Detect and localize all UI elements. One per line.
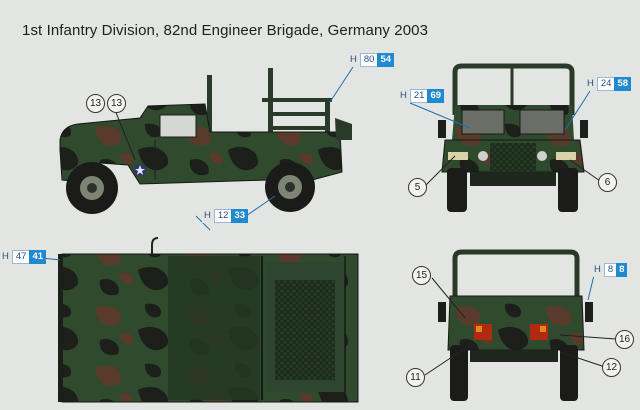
callout-prefix: H (0, 250, 12, 264)
rear-view-vehicle (438, 249, 593, 401)
callout-prefix: H (592, 263, 604, 277)
marker-6: 6 (598, 173, 617, 192)
front-view-vehicle (438, 63, 588, 212)
marker-15: 15 (412, 266, 431, 285)
callout-decal-id: 69 (427, 89, 445, 103)
callout-number: 12 (213, 209, 232, 223)
decal-callout-top: H 47 41 (0, 250, 47, 264)
callout-decal-id: 58 (614, 77, 632, 91)
sheet-title: 1st Infantry Division, 82nd Engineer Bri… (22, 22, 429, 39)
marker-13: 13 (86, 94, 105, 113)
marker-16: 16 (615, 330, 634, 349)
decal-callout-front-right: H 24 58 (585, 77, 632, 91)
callout-number: 80 (359, 53, 378, 67)
side-view-vehicle (59, 68, 352, 214)
callout-prefix: H (585, 77, 597, 91)
marker-pair-13: 13 13 (86, 94, 126, 113)
decal-callout-front-left: H 21 69 (398, 89, 445, 103)
callout-decal-id: 33 (231, 209, 249, 223)
callout-decal-id: 41 (29, 250, 47, 264)
marker-13: 13 (107, 94, 126, 113)
callout-number: 21 (409, 89, 428, 103)
callout-decal-id: 8 (616, 263, 628, 277)
marker-lines (114, 109, 617, 376)
callout-decal-id: 54 (377, 53, 395, 67)
marker-5: 5 (408, 178, 427, 197)
callout-prefix: H (202, 209, 214, 223)
callout-prefix: H (398, 89, 410, 103)
marker-12: 12 (602, 358, 621, 377)
callout-prefix: H (348, 53, 360, 67)
decal-callout-side-rear: H 80 54 (348, 53, 395, 67)
decal-callout-side-bottom: H 12 33 (202, 209, 249, 223)
decal-callout-rear: H 8 8 (592, 263, 628, 277)
callout-number: 24 (596, 77, 615, 91)
marker-11: 11 (406, 368, 425, 387)
callout-number: 47 (11, 250, 30, 264)
callout-number: 8 (603, 263, 617, 277)
top-view-vehicle (58, 237, 359, 403)
